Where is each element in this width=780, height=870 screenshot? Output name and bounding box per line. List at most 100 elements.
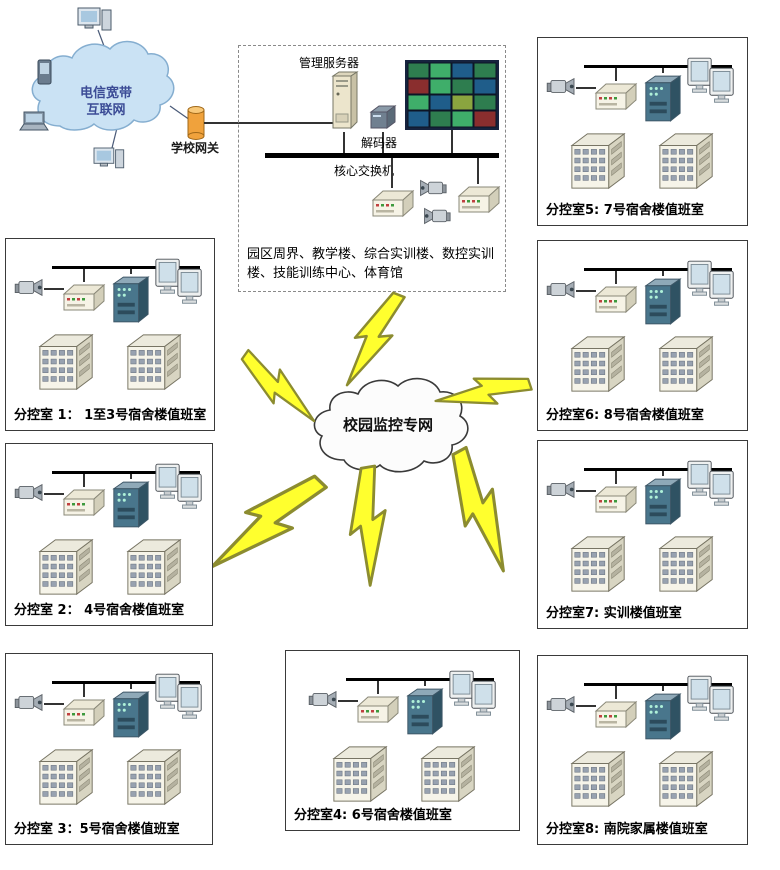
room-network-graphic [6, 654, 212, 844]
switch-icon [595, 701, 637, 728]
internet-cloud-icon [31, 40, 175, 131]
dvr-icon [113, 691, 149, 738]
room-label: 分控室 3：5号宿舍楼值班室 [14, 822, 180, 838]
switch-icon [63, 699, 105, 726]
connector-line [130, 684, 132, 689]
subcontrol-room-3: 分控室 3：5号宿舍楼值班室 [5, 653, 213, 845]
room-label: 分控室 1： 1至3号宿舍楼值班室 [14, 408, 207, 424]
coverage-text: 园区周界、教学楼、综合实训楼、数控实训楼、技能训练中心、体育馆 [247, 247, 495, 281]
camera-icon [14, 694, 43, 711]
connector-line [576, 87, 596, 89]
desktop-computer-icon [93, 147, 125, 169]
switch-icon [595, 83, 637, 110]
monitor-icon [709, 270, 734, 306]
room-bus-line [584, 268, 732, 271]
switch-icon [595, 286, 637, 313]
camera-icon [14, 279, 43, 296]
room-network-graphic [538, 441, 747, 628]
dvr-icon [407, 688, 443, 735]
room-label: 分控室 2： 4号宿舍楼值班室 [14, 603, 185, 619]
room-bus-line [584, 468, 732, 471]
dvr-icon [645, 278, 681, 325]
building-icon [659, 751, 713, 807]
subcontrol-room-5: 分控室5: 7号宿舍楼值班室 [537, 37, 748, 226]
switch-icon [372, 190, 414, 217]
room-label: 分控室7: 实训楼值班室 [546, 606, 682, 622]
connector-line [83, 474, 85, 487]
dvr-icon [645, 693, 681, 740]
connector-line [615, 271, 617, 284]
gateway-cylinder-icon [187, 106, 205, 140]
monitor-icon [177, 473, 202, 509]
room-bus-line [52, 266, 200, 269]
building-icon [659, 336, 713, 392]
connector-line [391, 158, 393, 188]
switch-icon [595, 486, 637, 513]
connector-line [576, 705, 596, 707]
camera-icon [308, 691, 337, 708]
monitor-icon [471, 680, 496, 716]
connector-line [44, 288, 64, 290]
building-icon [571, 336, 625, 392]
video-wall-image [405, 60, 499, 130]
switch-icon [458, 186, 500, 213]
gateway-label: 学校网关 [171, 140, 219, 155]
connector-line [204, 122, 340, 124]
connector-line [44, 493, 64, 495]
monitor-icon [709, 685, 734, 721]
room-network-graphic [538, 38, 747, 225]
lightning-bolt-icon [229, 346, 331, 426]
lightning-bolt-icon [207, 453, 330, 597]
switch-icon [63, 284, 105, 311]
monitor-icon [709, 67, 734, 103]
building-icon [39, 539, 93, 595]
room-label: 分控室8: 南院家属楼值班室 [546, 822, 708, 838]
switch-icon [63, 489, 105, 516]
room-bus-line [584, 683, 732, 686]
camera-icon [546, 78, 575, 95]
dvr-icon [113, 481, 149, 528]
connector-line [343, 132, 345, 153]
campus-cloud-label: 校园监控专网 [343, 416, 433, 434]
monitor-icon [177, 268, 202, 304]
camera-icon [424, 208, 451, 224]
dvr-icon [113, 276, 149, 323]
subcontrol-room-4: 分控室4: 6号宿舍楼值班室 [285, 650, 520, 831]
decoder-label: 解码器 [361, 136, 398, 150]
dvr-icon [645, 478, 681, 525]
monitor-icon [709, 470, 734, 506]
control-center-box: 管理服务器 解码器 [238, 45, 506, 292]
camera-icon [546, 696, 575, 713]
room-bus-line [346, 678, 494, 681]
room-network-graphic [538, 241, 747, 430]
connector-line [662, 686, 664, 691]
connector-line [615, 471, 617, 484]
building-icon [39, 334, 93, 390]
room-network-graphic [538, 656, 747, 844]
switch-icon [357, 696, 399, 723]
connector-line [615, 686, 617, 699]
building-icon [127, 334, 181, 390]
lightning-bolt-icon [433, 353, 535, 435]
handheld-device-icon [37, 59, 52, 85]
laptop-icon [19, 111, 49, 131]
subcontrol-room-2: 分控室 2： 4号宿舍楼值班室 [5, 443, 213, 626]
room-bus-line [52, 471, 200, 474]
connector-line [576, 290, 596, 292]
building-icon [39, 749, 93, 805]
room-network-graphic [6, 444, 212, 625]
internet-section: 电信宽带 互联网 学校网关 [19, 7, 219, 169]
subcontrol-room-7: 分控室7: 实训楼值班室 [537, 440, 748, 629]
connector-line [477, 158, 479, 184]
decoder-icon [369, 105, 397, 129]
campus-cloud-icon: 校园监控专网 [313, 377, 469, 473]
lightning-bolt-icon [328, 461, 414, 589]
building-icon [127, 749, 181, 805]
dvr-icon [645, 75, 681, 122]
camera-icon [546, 481, 575, 498]
room-bus-line [52, 681, 200, 684]
building-icon [421, 746, 475, 802]
subcontrol-room-8: 分控室8: 南院家属楼值班室 [537, 655, 748, 845]
camera-icon [546, 281, 575, 298]
